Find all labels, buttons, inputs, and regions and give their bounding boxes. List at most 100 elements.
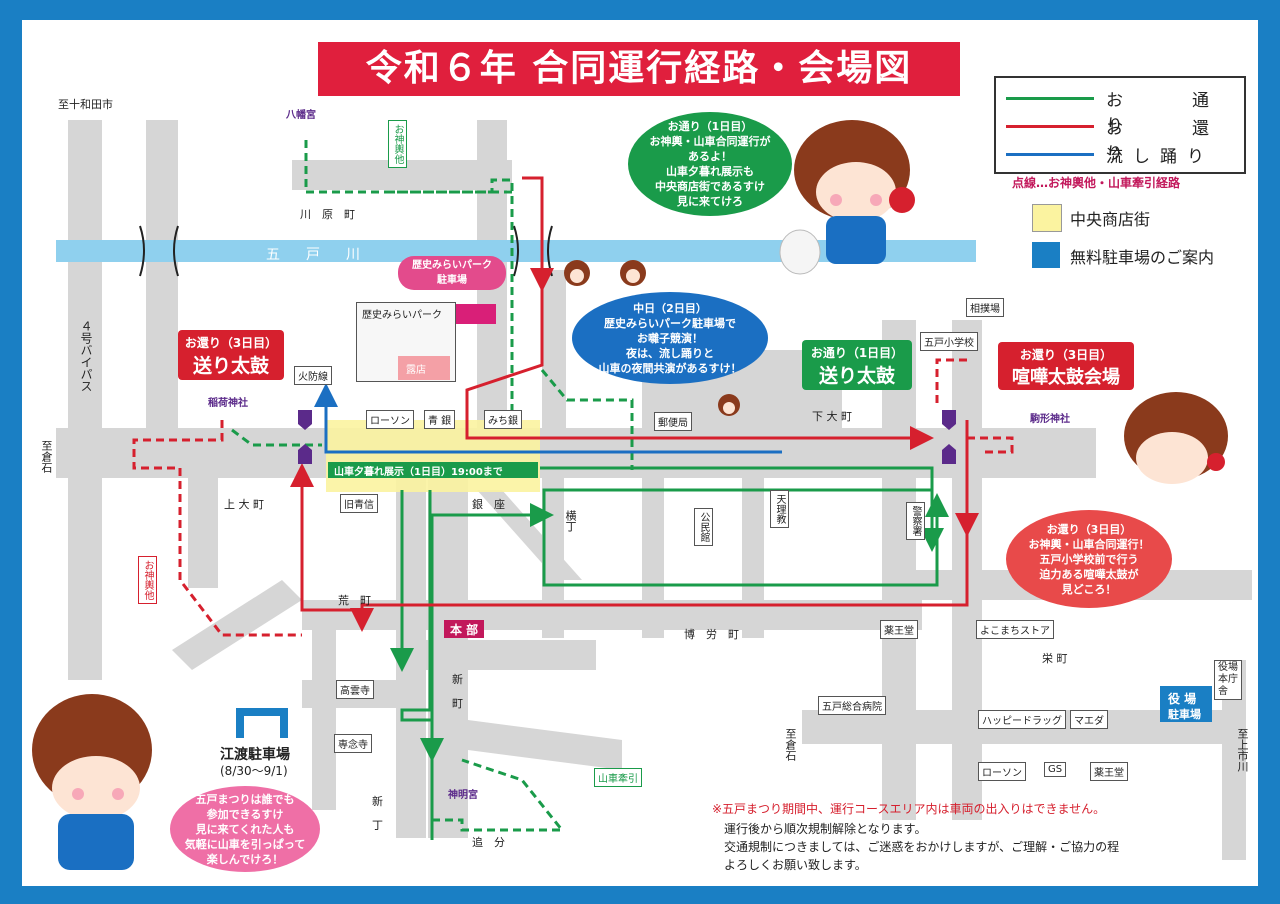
notice-line-1: ※五戸まつり期間中、運行コースエリア内は車両の出入りはできません。 xyxy=(712,802,1106,816)
label-dashi-yugure: 山車夕暮れ展示（1日目）19:00まで xyxy=(334,467,503,478)
mascot-mini-3 xyxy=(718,394,740,416)
label-ginza: 銀 座 xyxy=(472,498,505,511)
parking-info-label: 無料駐車場のご案内 xyxy=(1070,248,1215,267)
label-gonohe-elementary: 五戸小学校 xyxy=(920,332,978,351)
label-route4: ４号バイパス xyxy=(79,320,93,392)
mascot-mini-2 xyxy=(620,260,646,286)
notice-line-3: 交通規制につきましては、ご迷惑をおかけしますが、ご理解・ご協力の程 xyxy=(724,840,1120,854)
label-dashi-hiki: 山車牽引 xyxy=(594,768,642,787)
label-honbu: 本 部 xyxy=(450,623,479,637)
bubble-day2: 中日（2日目） 歴史みらいパーク駐車場で お囃子競演！ 夜は、流し踊りと 山車の… xyxy=(572,292,768,384)
label-gonohe-hospital: 五戸総合病院 xyxy=(818,696,886,715)
bubble-day1: お通り（1日目） お神輿・山車合同運行が あるよ！ 山車夕暮れ展示も 中央商店街… xyxy=(628,112,792,216)
label-yakuodo-2: 薬王堂 xyxy=(1090,762,1128,781)
rekishi-parking-bubble: 歴史みらいパーク 駐車場 xyxy=(398,256,506,290)
label-shinmachi: 新 町 xyxy=(452,673,463,710)
callout-okuri-day3-main: 送り太鼓 xyxy=(192,355,269,377)
callout-okaeri-day3-sub: お還り（3日目） xyxy=(1019,348,1113,362)
mascot-girl-right xyxy=(1124,392,1228,484)
honbu-badge xyxy=(444,620,484,638)
callout-okuri-taiko-day1: お通り（1日目） 送り太鼓 xyxy=(802,340,912,390)
label-tenrikyo: 天理教 xyxy=(770,490,789,528)
legend-label-otori: お 通 り xyxy=(1106,91,1252,136)
label-kamiomachi: 上 大 町 xyxy=(224,498,264,511)
label-sengenji: 専念寺 xyxy=(334,734,372,753)
dashi-yugure-banner xyxy=(328,462,538,478)
edo-parking-icon-inner xyxy=(244,716,280,738)
label-maeda: マエダ xyxy=(1070,710,1108,729)
label-hachimangu: 八幡宮 xyxy=(286,110,316,121)
label-edo-parking: 江渡駐車場 xyxy=(220,747,290,763)
label-to-kamiichikawa: 至上市川 xyxy=(1236,728,1249,772)
label-rekishi-park: 歴史みらいパーク xyxy=(362,310,442,321)
legend-row-nagashi: 流し踊り xyxy=(1006,142,1236,167)
legend-row-okaeri: お 還 り xyxy=(1006,114,1252,164)
label-yakuodo-1: 薬王堂 xyxy=(880,620,918,639)
label-gs: GS xyxy=(1044,762,1067,777)
label-post-office: 郵便局 xyxy=(654,412,692,431)
legend-label-nagashi: 流し踊り xyxy=(1106,147,1214,167)
parking-swatch xyxy=(1032,242,1060,268)
label-sumoba: 相撲場 xyxy=(966,298,1004,317)
label-kominkan: 公民館 xyxy=(694,508,713,546)
label-hakuromachi: 博 労 町 xyxy=(684,628,739,641)
label-michigin: みち銀 xyxy=(484,410,522,429)
label-inari-shrine: 稲荷神社 xyxy=(208,398,248,409)
yakuba-parking-block xyxy=(1160,686,1212,722)
map-frame: 令和６年 合同運行経路・会場図 お 通 り お 還 り 流し踊り 点線…お神輿他… xyxy=(22,20,1258,886)
callout-otori-day1-main: 送り太鼓 xyxy=(818,365,895,387)
label-towada: 至十和田市 xyxy=(58,98,113,111)
label-shinmeigu: 神明宮 xyxy=(448,790,478,801)
label-koun-ji: 高雲寺 xyxy=(336,680,374,699)
label-happy-drug: ハッピードラッグ xyxy=(978,710,1066,729)
roten-block xyxy=(398,356,450,380)
label-omikoshi-west: お神輿他 xyxy=(138,556,157,604)
label-to-kuraishi-west: 至倉石 xyxy=(40,440,53,473)
label-lawson-2: ローソン xyxy=(978,762,1026,781)
label-shimoomachi: 下 大 町 xyxy=(812,410,852,423)
label-aramachi: 荒 町 xyxy=(338,594,371,607)
dotted-line-note: 点線…お神輿他・山車牽引経路 xyxy=(1012,176,1181,190)
label-yakuba-parking-2: 駐車場 xyxy=(1168,708,1201,721)
notice-line-4: よろしくお願い致します。 xyxy=(724,858,867,872)
notice-line-2: 運行後から順次規制解除となります。 xyxy=(724,822,927,836)
label-to-kuraishi-south: 至倉石 xyxy=(784,728,797,761)
central-shopping-area xyxy=(326,420,540,492)
callout-otori-day1-sub: お通り（1日目） xyxy=(810,346,904,360)
map-title: 令和６年 合同運行経路・会場図 xyxy=(318,42,960,96)
label-oiwake: 追 分 xyxy=(472,836,505,849)
label-kawaramachi: 川 原 町 xyxy=(300,208,355,221)
label-yakuba-honcho: 役場本庁舎 xyxy=(1214,660,1242,700)
shopping-street-swatch xyxy=(1032,204,1062,232)
label-komagata-shrine: 駒形神社 xyxy=(1030,414,1070,425)
label-shincho: 新 丁 xyxy=(372,795,383,832)
legend-label-okaeri: お 還 り xyxy=(1106,119,1252,164)
route-legend: お 通 り お 還 り 流し踊り xyxy=(994,76,1252,174)
gonohe-river xyxy=(56,240,976,262)
label-yokomachi-store: よこまちストア xyxy=(976,620,1054,639)
label-edo-dates: (8/30～9/1) xyxy=(220,764,288,778)
label-aogin: 青 銀 xyxy=(424,410,456,429)
label-sakaemachi: 栄 町 xyxy=(1042,652,1068,665)
callout-okuri-taiko-day3: お還り（3日目） 送り太鼓 xyxy=(178,330,284,380)
label-kabosen: 火防線 xyxy=(294,366,332,385)
label-police: 警察署 xyxy=(906,502,925,540)
label-yokocho: 横丁 xyxy=(564,510,577,532)
label-lawson-1: ローソン xyxy=(366,410,414,429)
label-kyu-aoshin: 旧青信 xyxy=(340,494,378,513)
label-roten: 露店 xyxy=(406,365,426,376)
callout-okaeri-day3-main: 喧嘩太鼓会場 xyxy=(1012,367,1120,388)
label-yakuba-parking-1: 役 場 xyxy=(1168,692,1197,706)
shopping-street-label: 中央商店街 xyxy=(1070,210,1151,229)
mascot-mini-1 xyxy=(564,260,590,286)
bubble-day3: お還り（3日目） お神輿・山車合同運行！ 五戸小学校前で行う 迫力ある喧嘩太鼓が… xyxy=(1006,510,1172,608)
callout-okuri-day3-sub: お還り（3日目） xyxy=(184,336,278,350)
rekishi-parking-lot xyxy=(456,304,496,324)
callout-kenka-taiko-day3: お還り（3日目） 喧嘩太鼓会場 xyxy=(998,342,1134,390)
mascot-girl-top-right xyxy=(779,120,915,275)
mascot-girl-bottom-left xyxy=(32,694,152,870)
label-omikoshi-north: お神輿他 xyxy=(388,120,407,168)
label-gonohe-river: 五 戸 川 xyxy=(266,247,366,263)
legend-row-otori: お 通 り xyxy=(1006,86,1252,136)
bubble-welcome: 五戸まつりは誰でも 参加できるすけ 見に来てくれた人も 気軽に山車を引っぱって … xyxy=(170,786,320,872)
